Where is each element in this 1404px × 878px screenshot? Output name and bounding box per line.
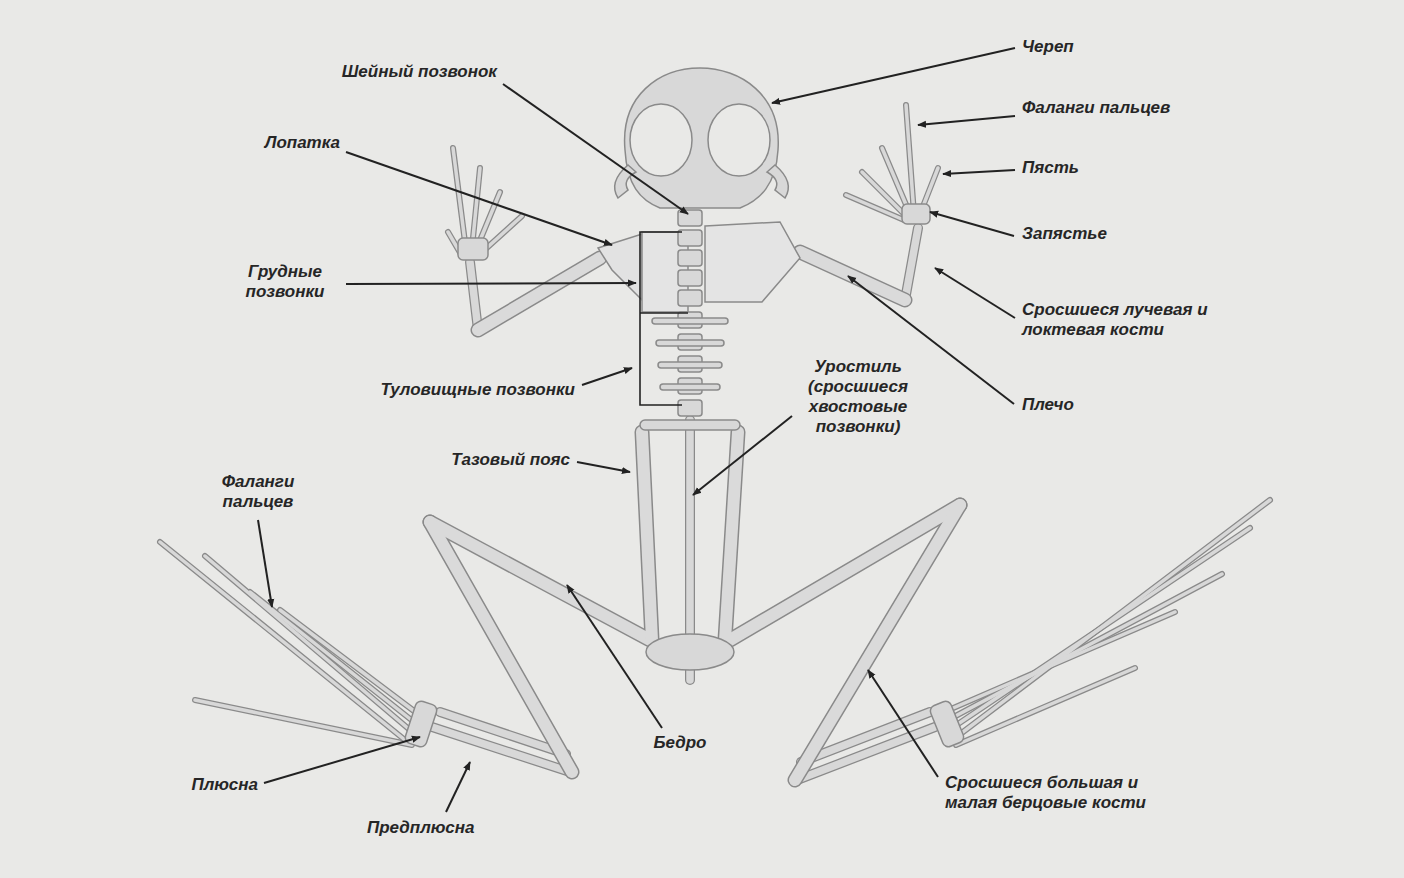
part-label: Плюсна (192, 775, 258, 795)
part-label: Шейный позвонок (342, 62, 497, 82)
part-label: Пясть (1022, 158, 1079, 178)
part-label: Предплюсна (367, 818, 474, 838)
part-label: Тазовый пояс (451, 450, 570, 470)
part-label: Сросшиеся лучевая и локтевая кости (1022, 300, 1212, 340)
part-label: Грудные позвонки (225, 262, 345, 302)
part-label: Лопатка (265, 133, 340, 153)
part-label: Череп (1022, 37, 1074, 57)
part-label: Плечо (1022, 395, 1074, 415)
part-label: Уростиль (сросшиеся хвостовые позвонки) (793, 357, 923, 437)
part-label: Запястье (1022, 224, 1107, 244)
part-label: Бедро (654, 733, 707, 753)
part-label: Фаланги пальцев (1022, 98, 1170, 118)
part-label: Туловищные позвонки (380, 380, 575, 400)
part-label: Фаланги пальцев (203, 472, 313, 512)
part-label: Сросшиеся большая и малая берцовые кости (945, 773, 1150, 813)
